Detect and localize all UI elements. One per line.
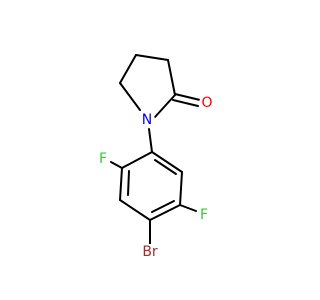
bond-c2-o-a bbox=[174, 93, 201, 101]
atom-nitrogen: N bbox=[139, 112, 155, 128]
bond-c5a-f bbox=[179, 204, 197, 212]
bond-c4a-c3a bbox=[119, 199, 151, 221]
bromine-label: Br bbox=[142, 244, 158, 260]
atom-bromine: Br bbox=[139, 244, 161, 260]
bond-inner-1 bbox=[154, 159, 177, 175]
bond-c2a-f bbox=[110, 161, 123, 169]
atom-oxygen: O bbox=[199, 95, 215, 111]
bond-inner-2 bbox=[151, 200, 175, 213]
atom-labels: O N F F Br bbox=[96, 95, 215, 260]
atom-fluorine-left: F bbox=[96, 151, 110, 167]
bond-c6-c5a bbox=[179, 171, 183, 206]
molecule-structure: O N F F Br bbox=[96, 54, 215, 260]
nitrogen-label: N bbox=[142, 112, 152, 128]
bond-inner-3 bbox=[127, 170, 130, 196]
bond-c4-c3 bbox=[135, 54, 169, 61]
bond-c3-c2 bbox=[167, 59, 176, 96]
bond-c2-n bbox=[154, 94, 176, 118]
fluorine-right-label: F bbox=[200, 207, 208, 223]
bond-c5-c4 bbox=[119, 54, 137, 84]
fluorine-left-label: F bbox=[99, 151, 107, 167]
atom-fluorine-right: F bbox=[197, 207, 211, 223]
bond-c1-c6 bbox=[151, 151, 183, 173]
bond-n-c1 bbox=[148, 128, 153, 153]
oxygen-label: O bbox=[201, 95, 212, 111]
bond-c5a-c4a bbox=[149, 204, 181, 221]
bond-c3a-c2a bbox=[119, 167, 123, 201]
bond-n-c5 bbox=[119, 82, 141, 111]
bond-c2-o-b bbox=[172, 99, 199, 107]
bond-lines bbox=[110, 54, 201, 245]
bond-c2a-c1 bbox=[121, 151, 153, 169]
